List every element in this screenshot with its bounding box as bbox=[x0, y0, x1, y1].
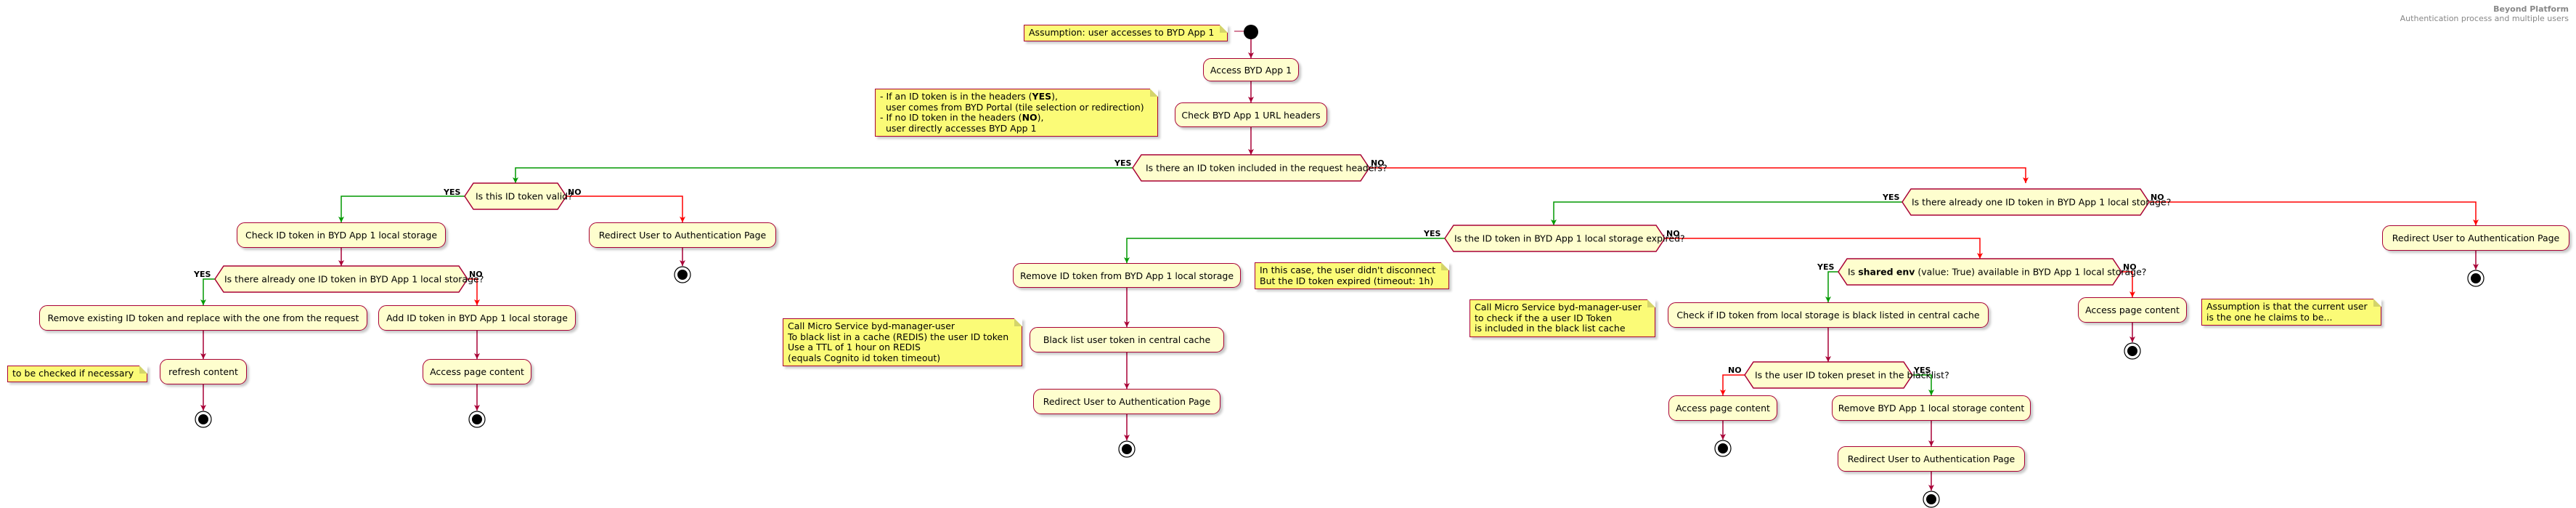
diagram-title: Beyond Platform bbox=[2493, 4, 2569, 14]
note-assumption: Assumption: user accesses to BYD App 1 bbox=[1024, 25, 1228, 41]
end-node bbox=[1714, 440, 1732, 457]
activity-redirect-c: Redirect User to Authentication Page bbox=[1838, 446, 2025, 472]
start-node bbox=[1244, 25, 1258, 39]
end-nodes bbox=[195, 266, 2485, 508]
label-no: NO bbox=[469, 270, 483, 279]
decision-already-one-a bbox=[214, 265, 468, 293]
activity-check-local: Check ID token in BYD App 1 local storag… bbox=[237, 222, 446, 248]
label-no: NO bbox=[568, 188, 582, 197]
label-yes: YES bbox=[1424, 229, 1441, 238]
activity-redirect-a: Redirect User to Authentication Page bbox=[589, 222, 776, 248]
end-node bbox=[674, 266, 691, 283]
activity-access-d: Access page content bbox=[2078, 297, 2187, 323]
activity-check-url: Check BYD App 1 URL headers bbox=[1175, 102, 1327, 127]
label-no: NO bbox=[1666, 229, 1680, 238]
decision-already-one-a-text: Is there already one ID token in BYD App… bbox=[224, 273, 484, 285]
note-check-later: to be checked if necessary bbox=[7, 366, 148, 382]
activity-remove-local: Remove BYD App 1 local storage content bbox=[1832, 395, 2031, 421]
label-yes: YES bbox=[1914, 366, 1931, 375]
decision-expired-text: Is the ID token in BYD App 1 local stora… bbox=[1454, 233, 1685, 244]
decision-shared-env bbox=[1838, 258, 2122, 286]
decision-preset-text: Is the user ID token preset in the black… bbox=[1755, 369, 1949, 381]
activity-blacklist: Black list user token in central cache bbox=[1030, 327, 1224, 352]
label-no: NO bbox=[2151, 193, 2164, 202]
decision-shared-env-text: Is shared env (value: True) available in… bbox=[1848, 266, 2147, 278]
diagram-subtitle: Authentication process and multiple user… bbox=[2400, 14, 2569, 23]
label-no: NO bbox=[2123, 262, 2137, 272]
activity-redirect-d: Redirect User to Authentication Page bbox=[2382, 225, 2569, 251]
note-check-call: Call Micro Service byd-manager-user to c… bbox=[1470, 299, 1656, 337]
decision-valid-text: Is this ID token valid? bbox=[476, 190, 573, 202]
end-node bbox=[1118, 440, 1136, 458]
decision-in-headers bbox=[1132, 154, 1370, 182]
decision-valid bbox=[464, 182, 567, 210]
decision-expired bbox=[1444, 225, 1666, 252]
activity-access-b: Access page content bbox=[423, 359, 531, 384]
end-node bbox=[195, 411, 212, 428]
note-current-user: Assumption is that the current user is t… bbox=[2201, 299, 2381, 326]
activity-add-token: Add ID token in BYD App 1 local storage bbox=[378, 305, 576, 331]
note-blacklist-call: Call Micro Service byd-manager-user To b… bbox=[783, 318, 1023, 366]
decision-preset bbox=[1744, 361, 1913, 389]
label-yes: YES bbox=[444, 188, 461, 197]
label-yes: YES bbox=[1817, 262, 1835, 272]
activity-access-c: Access page content bbox=[1668, 395, 1777, 421]
activity-redirect-b: Redirect User to Authentication Page bbox=[1033, 389, 1220, 414]
end-node bbox=[468, 411, 486, 428]
end-node bbox=[2467, 270, 2485, 287]
note-expired-case: In this case, the user didn't disconnect… bbox=[1255, 262, 1450, 289]
label-yes: YES bbox=[1883, 193, 1900, 202]
end-node bbox=[2124, 342, 2141, 360]
activity-access-app: Access BYD App 1 bbox=[1203, 58, 1299, 81]
activity-remove-expired: Remove ID token from BYD App 1 local sto… bbox=[1013, 263, 1241, 288]
decision-already-one-b-text: Is there already one ID token in BYD App… bbox=[1912, 196, 2172, 208]
decision-in-headers-text: Is there an ID token included in the req… bbox=[1146, 162, 1387, 174]
activity-check-black: Check if ID token from local storage is … bbox=[1668, 302, 1989, 328]
end-node bbox=[1923, 491, 1940, 508]
label-yes: YES bbox=[194, 270, 211, 279]
activity-remove-replace: Remove existing ID token and replace wit… bbox=[39, 305, 367, 331]
activity-refresh: refresh content bbox=[160, 359, 247, 384]
note-headers: - If an ID token is in the headers (YES)… bbox=[875, 89, 1158, 137]
label-yes: YES bbox=[1114, 158, 1132, 168]
label-no: NO bbox=[1728, 366, 1742, 375]
label-no: NO bbox=[1371, 158, 1385, 168]
decision-already-one-b bbox=[1902, 188, 2150, 216]
